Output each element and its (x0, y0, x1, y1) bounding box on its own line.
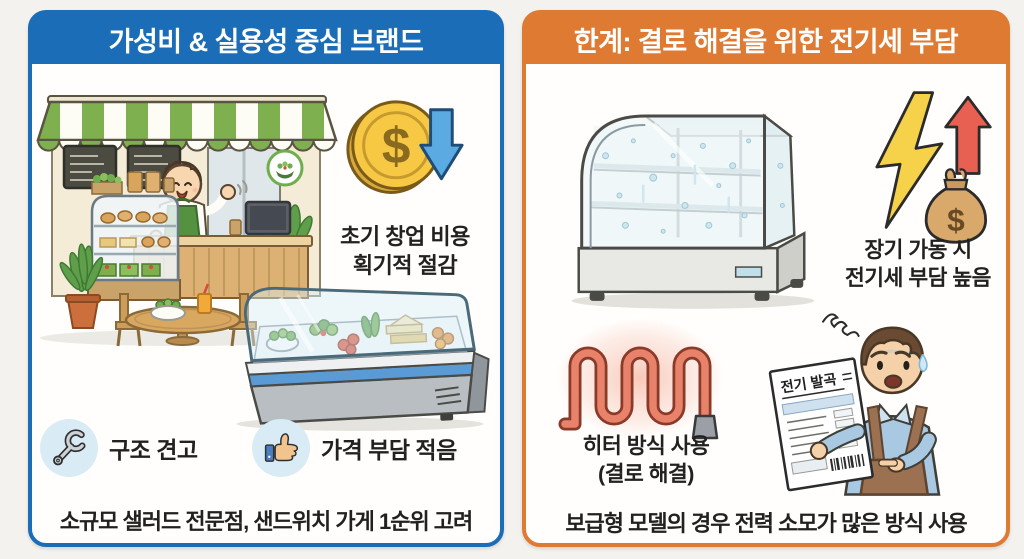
left-panel: 가성비 & 실용성 중심 브랜드 (28, 10, 504, 547)
pastry-case (87, 171, 181, 301)
thumbs-up-icon (264, 433, 299, 462)
right-panel-body: $ 장기 가동 시 전기세 부담 높음 (526, 64, 1006, 547)
electricity-note-line2: 전기세 부담 높음 (845, 266, 991, 291)
sweat-drop (918, 353, 928, 373)
feature-structure-circle (40, 419, 98, 477)
heater-coil-illustration (554, 306, 736, 446)
worried-man-with-bill-graphic: 전기 발곡 (768, 313, 941, 496)
svg-text:$: $ (382, 117, 410, 174)
showcase-illustration (534, 84, 842, 312)
barcode (829, 453, 865, 472)
man-head (860, 326, 928, 395)
heater-note: 히터 방식 사용 (결로 해결) (556, 432, 736, 489)
power-cost-illustration: $ (852, 88, 1004, 246)
feature-price-circle (252, 419, 310, 477)
left-panel-body: $ 초기 창업 비용 획기적 절감 (32, 64, 500, 547)
svg-text:$: $ (947, 202, 965, 238)
condensation-streaks (642, 164, 730, 213)
electricity-note-line1: 장기 가동 시 (864, 238, 972, 262)
feature-price: 가격 부담 적음 (252, 419, 457, 477)
cost-note-line2: 획기적 절감 (352, 253, 458, 279)
deli-display-case-graphic (236, 286, 490, 431)
cost-note: 초기 창업 비용 획기적 절감 (320, 222, 490, 280)
wrench-icon (53, 429, 86, 466)
money-bag-icon: $ (924, 168, 988, 244)
feature-structure-label: 구조 견고 (109, 437, 198, 463)
heater-note-line1: 히터 방식 사용 (582, 434, 710, 458)
frustration-scribble (822, 313, 860, 337)
salad-logo (266, 149, 304, 187)
right-caption: 보급형 모델의 경우 전력 소모가 많은 방식 사용 (565, 511, 967, 536)
electricity-note: 장기 가동 시 전기세 부담 높음 (828, 236, 1008, 293)
potted-plant (59, 243, 104, 329)
cost-note-line1: 초기 창업 비용 (340, 224, 470, 249)
cost-down-illustration: $ (338, 94, 470, 222)
condensation-droplets (602, 138, 785, 234)
condensation-showcase-graphic (571, 113, 815, 309)
cafe-table-set (115, 283, 257, 347)
dollar-coin-down-arrow-icon: $ (346, 100, 464, 194)
left-panel-title: 가성비 & 실용성 중심 브랜드 (108, 26, 424, 57)
deli-food (265, 311, 455, 356)
right-panel-title: 한계: 결로 해결을 위한 전기세 부담 (573, 26, 959, 57)
left-panel-header: 가성비 & 실용성 중심 브랜드 (32, 14, 500, 64)
deli-case-illustration (222, 269, 498, 434)
heater-coil-graphic (556, 318, 724, 440)
storefront-scene-graphic (36, 95, 338, 347)
storefront-illustration (32, 84, 342, 349)
worried-man-illustration: 전기 발곡 (760, 304, 1004, 500)
lightning-money-bag-graphic: $ (875, 91, 992, 244)
right-panel-header: 한계: 결로 해결을 위한 전기세 부담 (526, 14, 1006, 64)
heater-note-line2: (결로 해결) (598, 462, 694, 487)
awning-stripes (38, 102, 336, 140)
feature-price-label: 가격 부담 적음 (321, 437, 457, 463)
man-arms (809, 423, 937, 473)
feature-structure: 구조 견고 (40, 419, 198, 477)
right-panel: 한계: 결로 해결을 위한 전기세 부담 (522, 10, 1010, 547)
left-caption: 소규모 샐러드 전문점, 샌드위치 가게 1순위 고려 (59, 509, 474, 534)
